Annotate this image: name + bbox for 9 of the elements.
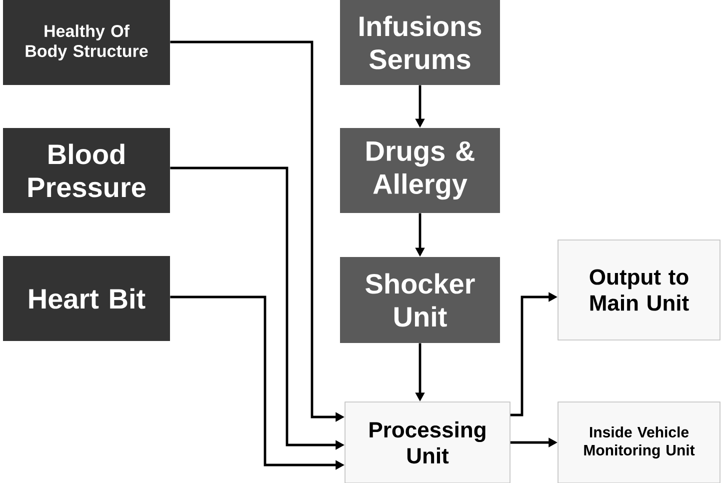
output-box: Processing Unit bbox=[344, 402, 510, 483]
process-box: Shocker Unit bbox=[340, 257, 500, 343]
sensor-box: Heart Bit bbox=[3, 256, 170, 341]
process-box: Drugs & Allergy bbox=[340, 128, 500, 213]
output-box: Output to Main Unit bbox=[558, 240, 720, 340]
process-box: Infusions Serums bbox=[340, 0, 500, 85]
sensor-box: Blood Pressure bbox=[3, 128, 170, 213]
output-box: Inside Vehicle Monitoring Unit bbox=[558, 402, 720, 483]
sensor-box: Healthy Of Body Structure bbox=[3, 0, 170, 85]
